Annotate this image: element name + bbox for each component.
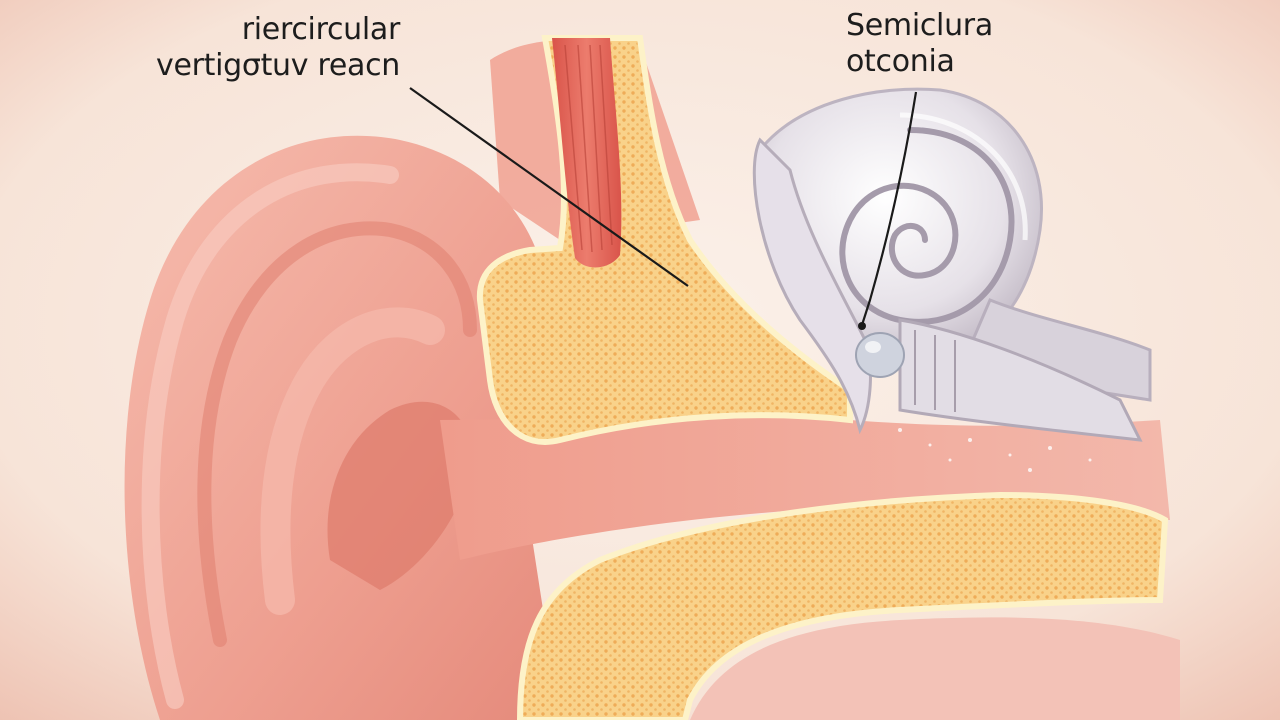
right-leader-line bbox=[860, 91, 918, 326]
outer-ear-rim-highlight bbox=[141, 163, 399, 709]
temporal-bone-lower bbox=[516, 491, 1169, 720]
tube-ridges bbox=[914, 330, 956, 412]
concha bbox=[327, 401, 472, 590]
label-right-line2: otconia bbox=[846, 44, 955, 79]
helix-fold bbox=[197, 221, 477, 647]
muscle-fibers bbox=[564, 44, 613, 253]
outer-ear bbox=[124, 135, 560, 720]
label-left-line1: riercircular bbox=[241, 12, 401, 47]
right-leader-dot bbox=[858, 322, 866, 330]
eardrum bbox=[752, 137, 872, 435]
label-right-line1: Semiclura bbox=[846, 8, 993, 43]
label-left: riercircular vertigσtuv reacn bbox=[156, 12, 400, 84]
stapes-tube bbox=[898, 318, 1143, 442]
label-left-line2: vertigσtuv reacn bbox=[156, 48, 400, 83]
antihelix bbox=[260, 307, 445, 615]
otoconia bbox=[855, 332, 905, 378]
lower-lining bbox=[690, 617, 1180, 720]
label-right: Semiclura otconia bbox=[846, 8, 993, 80]
canal-speckles bbox=[898, 428, 1092, 472]
left-leader-line bbox=[409, 87, 689, 287]
ear-canal bbox=[440, 415, 1170, 560]
